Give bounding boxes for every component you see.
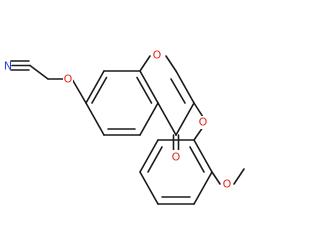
ring-b-bond-2-inner — [147, 146, 163, 173]
aryl-ether-oxygen-label: O — [199, 116, 208, 129]
ring-a-bond-4 — [139, 102, 159, 136]
ring-c-bond-c2-c3 — [175, 70, 195, 104]
ring-c-bond-o-c2 — [165, 55, 177, 72]
chemical-structure-diagram: N O O O O O — [4, 49, 245, 205]
ring-oxygen-label: O — [153, 49, 162, 62]
bond-c3-o — [193, 102, 204, 118]
ring-a-bond-3-inner — [136, 76, 153, 104]
bond-cn-ch2 — [29, 64, 49, 80]
ring-b-bond-6 — [193, 139, 213, 173]
ring-c-bond-c4-c4a — [157, 102, 177, 136]
ring-a-bond-1-inner — [91, 76, 108, 104]
ring-c-bond-o-c8a — [139, 55, 151, 72]
nitrogen-label: N — [4, 60, 12, 73]
ring-c-bond-c2-c3-inner — [170, 78, 186, 104]
ring-b-bond-3 — [139, 171, 159, 205]
nitrile-group — [10, 60, 31, 71]
ring-b-bond-5 — [193, 171, 213, 205]
carbonyl-oxygen-label: O — [172, 151, 181, 164]
pyranone-ring — [139, 55, 195, 136]
bond-o-methyl — [233, 168, 245, 185]
ring-b-bond-6-inner — [189, 146, 205, 173]
bond-o-aryl — [71, 78, 87, 104]
benzo-ring — [85, 70, 159, 136]
ether-oxygen-label-left: O — [64, 73, 73, 86]
bond-o-phenyl — [193, 126, 204, 141]
methoxy-oxygen-label: O — [223, 178, 232, 191]
ring-b-bond-2 — [139, 139, 159, 173]
ring-a-bond-1 — [85, 70, 105, 104]
ring-a-bond-3 — [139, 70, 159, 104]
atom-labels: N O O O O O — [4, 49, 233, 191]
ring-a-bond-6 — [85, 102, 105, 136]
methoxyphenyl-ring — [139, 139, 213, 205]
bond-aryl-o-methoxy — [211, 171, 221, 185]
ring-c-bond-c3-c4 — [175, 102, 195, 136]
